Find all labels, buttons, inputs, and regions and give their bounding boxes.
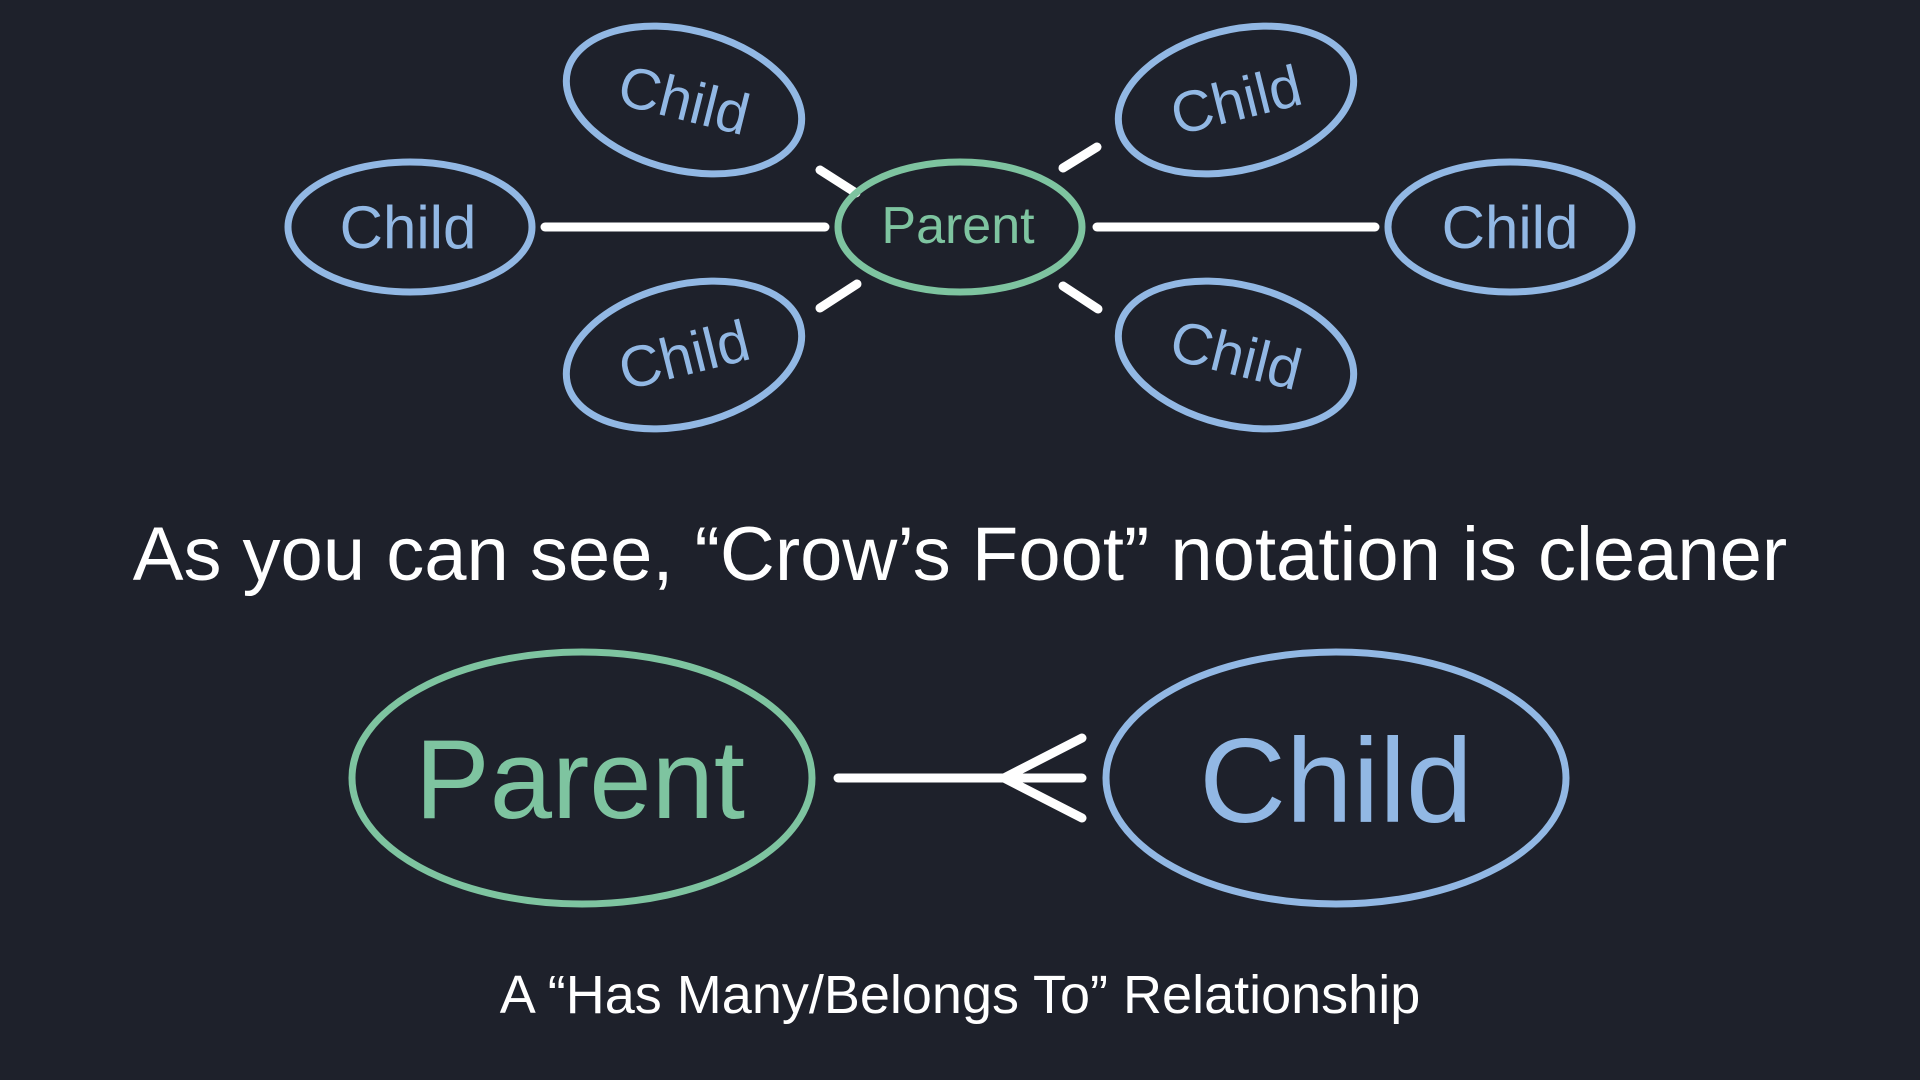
child-ellipse	[1384, 158, 1636, 296]
bottom-child-entity: Child	[1102, 648, 1570, 908]
child-ellipse	[1114, 22, 1358, 178]
crows-foot-diagram: Parent Child	[348, 648, 1570, 908]
top-child-entity: Child	[1384, 158, 1636, 296]
child-label: Child	[1442, 194, 1579, 261]
crows-foot-prong-upper	[999, 733, 1087, 783]
child-ellipse	[562, 22, 806, 178]
connector-lower-right	[1058, 281, 1103, 314]
bottom-parent-entity: Parent	[348, 648, 816, 908]
subtitle: A “Has Many/Belongs To” Relationship	[499, 965, 1421, 1025]
top-child-entity: Child	[1114, 22, 1358, 178]
child-ellipse	[562, 277, 806, 433]
child-ellipse	[284, 158, 536, 296]
connector-upper-right	[1058, 142, 1102, 173]
bottom-child-ellipse	[1102, 648, 1570, 908]
bottom-parent-ellipse	[348, 648, 816, 908]
bottom-parent-label: Parent	[415, 717, 745, 842]
connector-lower-left	[815, 279, 862, 313]
top-child-entity: Child	[562, 277, 806, 433]
child-label: Child	[612, 308, 756, 403]
child-label: Child	[340, 194, 477, 261]
top-child-entity: Child	[1114, 277, 1358, 433]
headline: As you can see, “Crow’s Foot” notation i…	[132, 512, 1788, 597]
child-label: Child	[1164, 53, 1308, 148]
connector-upper-left	[815, 165, 861, 198]
chen-style-diagram: Parent Child Child Child Child	[284, 22, 1636, 433]
top-parent-entity: Parent	[834, 158, 1086, 296]
bottom-child-label: Child	[1199, 714, 1472, 848]
child-label: Child	[1164, 308, 1308, 403]
top-child-entity: Child	[284, 158, 536, 296]
top-parent-label: Parent	[881, 197, 1035, 255]
child-ellipse	[1114, 277, 1358, 433]
relationship-line	[833, 733, 1087, 823]
top-parent-ellipse	[834, 158, 1086, 296]
crows-foot-prong-lower	[999, 773, 1087, 823]
top-child-entity: Child	[562, 22, 806, 178]
child-label: Child	[612, 53, 756, 148]
